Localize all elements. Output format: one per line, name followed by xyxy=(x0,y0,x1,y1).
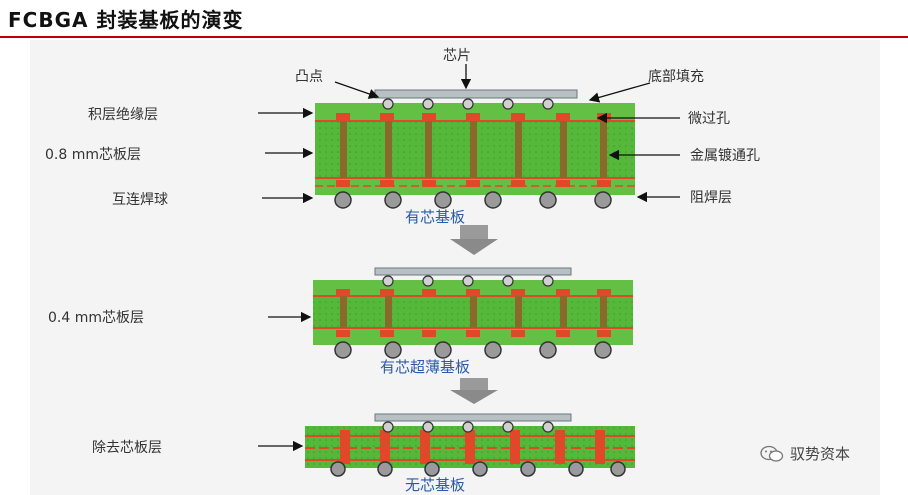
watermark-text: 驭势资本 xyxy=(790,445,851,463)
label-microvia: 微过孔 xyxy=(688,111,730,127)
label-solder-ball: 互连焊球 xyxy=(112,192,168,208)
title-divider xyxy=(0,36,908,38)
wechat-icon xyxy=(760,445,784,462)
label-solder-mask: 阻焊层 xyxy=(690,190,732,206)
solder-balls xyxy=(330,461,626,477)
page-title: FCBGA 封装基板的演变 xyxy=(8,8,244,32)
label-chip: 芯片 xyxy=(443,48,471,64)
bumps xyxy=(382,275,554,287)
chip-die xyxy=(374,267,572,276)
down-arrow-2 xyxy=(450,378,498,404)
chip-die xyxy=(374,413,572,422)
label-buildup-dielectric: 积层绝缘层 xyxy=(88,107,158,123)
caption-thin-cored: 有芯超薄基板 xyxy=(380,358,471,376)
thin-cored-substrate xyxy=(313,267,633,359)
label-remove-core: 除去芯板层 xyxy=(92,440,162,456)
label-underfill: 底部填充 xyxy=(648,69,704,85)
label-core-08mm: 0.8 mm芯板层 xyxy=(45,147,141,163)
leader-lines xyxy=(258,64,680,452)
down-arrow-1 xyxy=(450,225,498,255)
stacked-vias xyxy=(340,430,605,464)
microvias xyxy=(336,289,611,337)
buildup-layer-top xyxy=(315,103,635,121)
bumps xyxy=(382,421,554,433)
chip-die xyxy=(374,89,578,99)
plated-through-holes xyxy=(340,121,607,178)
caption-cored: 有芯基板 xyxy=(405,208,466,226)
cored-substrate xyxy=(315,89,635,209)
label-core-04mm: 0.4 mm芯板层 xyxy=(48,310,144,326)
solder-balls xyxy=(334,191,612,209)
caption-coreless: 无芯基板 xyxy=(405,476,466,494)
plated-through-holes xyxy=(340,296,607,328)
watermark: 驭势资本 xyxy=(760,443,850,464)
bumps xyxy=(382,98,554,110)
label-bump: 凸点 xyxy=(295,69,323,85)
coreless-substrate xyxy=(305,413,635,477)
solder-balls xyxy=(334,341,612,359)
label-plated-through-hole: 金属镀通孔 xyxy=(690,148,760,164)
